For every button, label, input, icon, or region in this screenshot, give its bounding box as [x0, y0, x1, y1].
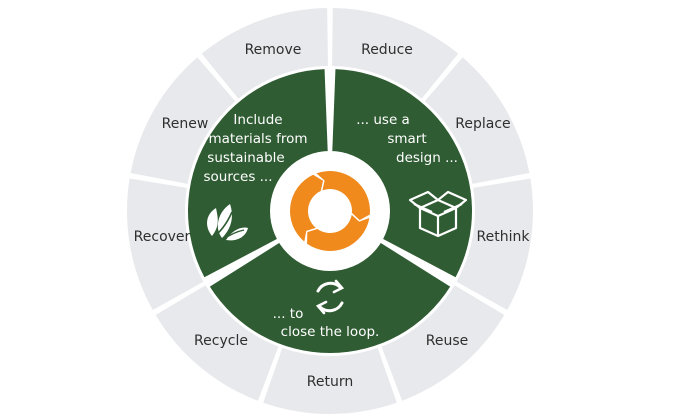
- inner-texts: Include materials from sustainable sourc…: [203, 112, 457, 340]
- outer-segment-reduce: [332, 8, 459, 99]
- sustainable-line-1: Include: [233, 112, 282, 128]
- open-box-icon: [408, 190, 468, 238]
- design-line-1: ... use a: [356, 112, 410, 128]
- outer-segment-recover: [127, 178, 204, 311]
- label-reuse: Reuse: [426, 333, 469, 349]
- outer-ring: [127, 8, 534, 414]
- circular-arrows-icon: [290, 171, 370, 252]
- circular-arrow-segment: [307, 214, 370, 252]
- recycle-arrows-icon: [315, 279, 345, 315]
- outer-segment-renew: [130, 57, 236, 184]
- outer-segment-replace: [424, 57, 530, 184]
- label-remove: Remove: [245, 42, 302, 58]
- outer-segment-recycle: [155, 285, 279, 401]
- outer-labels: Reduce Replace Rethink Reuse Return Recy…: [134, 42, 531, 390]
- label-recover: Recover: [134, 229, 191, 245]
- sustainable-line-2: materials from: [208, 131, 307, 147]
- label-recycle: Recycle: [194, 333, 248, 349]
- circular-arrow-segment: [316, 171, 370, 221]
- outer-segment-return: [263, 347, 397, 414]
- sustainable-line-4: sources ...: [203, 169, 272, 185]
- design-line-2: smart: [387, 131, 426, 147]
- outer-segment-remove: [201, 8, 328, 99]
- sector-close-loop: [209, 241, 451, 353]
- outer-segment-reuse: [381, 285, 505, 401]
- label-renew: Renew: [162, 116, 209, 132]
- label-return: Return: [307, 374, 353, 390]
- loop-line-1: ... to: [273, 306, 304, 322]
- design-line-3: design ...: [396, 150, 458, 166]
- leaf-icon: [207, 204, 248, 241]
- center-hub: [270, 151, 390, 271]
- sustainable-line-3: sustainable: [207, 150, 284, 166]
- outer-segment-rethink: [456, 178, 534, 311]
- circular-arrow-segment: [290, 174, 324, 242]
- loop-line-2: close the loop.: [281, 324, 380, 340]
- label-replace: Replace: [455, 116, 510, 132]
- center-disk: [270, 151, 390, 271]
- label-reduce: Reduce: [361, 42, 413, 58]
- label-rethink: Rethink: [477, 229, 531, 245]
